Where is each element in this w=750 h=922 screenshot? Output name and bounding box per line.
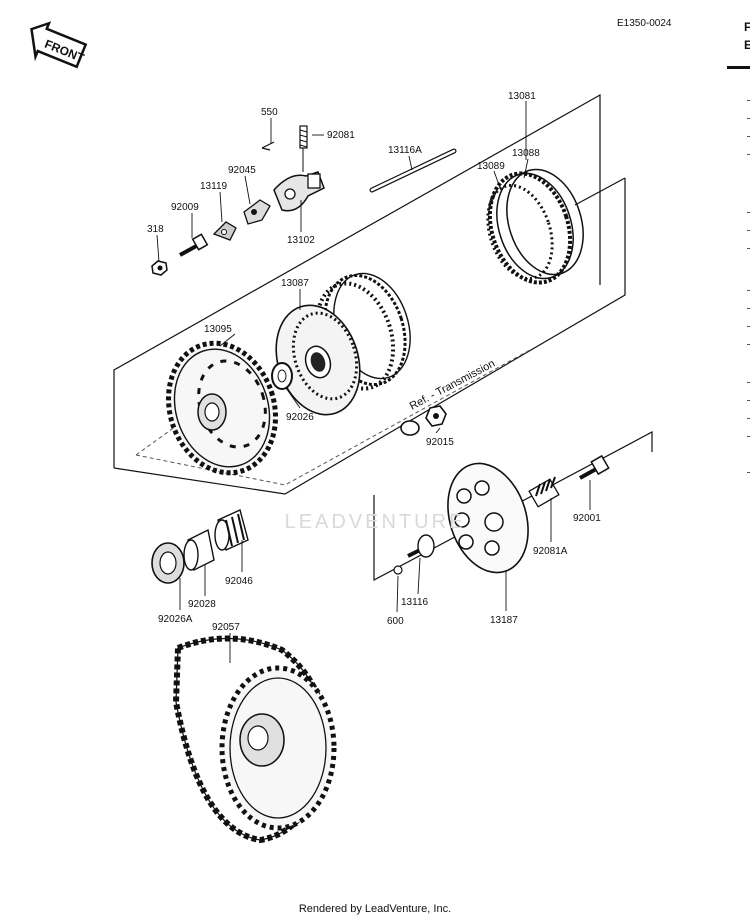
pin-550-icon xyxy=(261,141,275,151)
label-92057: 92057 xyxy=(212,622,240,633)
label-13187: 13187 xyxy=(490,615,518,626)
spring-92081A-icon xyxy=(528,476,560,508)
leader-lines xyxy=(156,101,591,663)
label-13102: 13102 xyxy=(287,235,315,246)
spring-92081-icon xyxy=(299,125,308,172)
pressure-plate-13187-icon xyxy=(447,462,529,574)
label-13081: 13081 xyxy=(508,91,536,102)
label-92028: 92028 xyxy=(188,599,216,610)
push-rod-13116A-icon xyxy=(369,148,457,193)
lever-92045-icon xyxy=(243,199,271,225)
washer-92026-icon xyxy=(271,362,293,390)
label-92015: 92015 xyxy=(426,437,454,448)
label-13089: 13089 xyxy=(477,161,505,172)
label-92046: 92046 xyxy=(225,576,253,587)
reference-note: Ref. - Transmission xyxy=(408,358,497,413)
label-13116: 13116 xyxy=(401,597,429,608)
collar-92028-icon xyxy=(183,528,215,572)
bolt-92001-icon xyxy=(579,454,610,480)
assembly-outline xyxy=(113,93,653,581)
edge-char-2: E xyxy=(744,38,750,52)
label-92081A: 92081A xyxy=(533,546,568,557)
washer-92026A-icon xyxy=(151,542,185,584)
bolt-92009-icon xyxy=(179,233,209,257)
nut-318-icon xyxy=(151,260,168,276)
release-lever-13102-icon xyxy=(273,171,325,212)
label-550: 550 xyxy=(261,107,278,118)
needle-bearing-92046-icon xyxy=(214,509,249,551)
label-92001: 92001 xyxy=(573,513,601,524)
plate-13119-icon xyxy=(212,221,237,241)
label-92009: 92009 xyxy=(171,202,199,213)
primary-gear-icon xyxy=(219,665,337,831)
edge-char-1: F xyxy=(744,20,750,34)
label-13095: 13095 xyxy=(204,324,232,335)
label-92026: 92026 xyxy=(286,412,314,423)
front-arrow-icon: FRONT xyxy=(30,21,88,69)
label-92081: 92081 xyxy=(327,130,355,141)
label-92026A: 92026A xyxy=(158,614,193,625)
lifter-13116-icon xyxy=(407,534,435,558)
footer-credit: Rendered by LeadVenture, Inc. xyxy=(298,903,452,915)
label-13088: 13088 xyxy=(512,148,540,159)
label-92045: 92045 xyxy=(228,165,256,176)
watermark: LEADVENTURE xyxy=(285,511,466,533)
ball-600-icon xyxy=(393,565,403,575)
clutch-hub-13087-icon xyxy=(275,304,361,416)
diagram-code: E1350-0024 xyxy=(617,18,672,29)
label-13087: 13087 xyxy=(281,278,309,289)
label-600: 600 xyxy=(387,616,404,627)
part-labels: 550 92081 13116A 13081 13089 13088 92045… xyxy=(147,91,601,633)
nut-92015-icon xyxy=(400,405,447,436)
label-13116A: 13116A xyxy=(388,145,422,156)
label-318: 318 xyxy=(147,224,164,235)
clutch-housing-13095-icon xyxy=(166,340,278,476)
label-13119: 13119 xyxy=(200,181,228,192)
edge-divider xyxy=(727,0,750,70)
friction-plates-13088-icon xyxy=(486,168,584,285)
